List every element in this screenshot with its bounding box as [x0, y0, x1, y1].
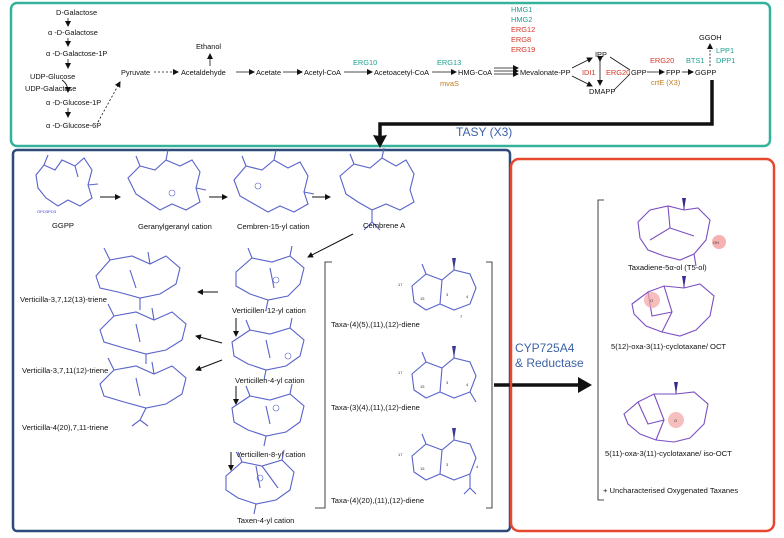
acetate-label: Acetate — [256, 68, 281, 77]
sugar-chain: D-Galactose α -D-Galactose α -D-Galactos… — [25, 8, 121, 130]
uncharacterised-label: + Uncharacterised Oxygenated Taxanes — [603, 486, 738, 495]
ggpp-label: GGPP — [52, 221, 74, 230]
molecule-cembrene-a: Cembrene A — [339, 147, 415, 231]
molecule-iso-oct: O 5(11)-oxa-3(11)-cyclotaxane/ iso-OCT — [605, 382, 732, 458]
fpp-label: FPP — [666, 68, 680, 77]
oct-label: 5(12)-oxa-3(11)-cyclotaxane/ OCT — [611, 342, 726, 351]
enzyme-lpp1: LPP1 — [716, 46, 734, 55]
cembrene-a-label: Cembrene A — [363, 221, 406, 230]
t5ol-label: Taxadiene-5α-ol (T5-ol) — [628, 263, 707, 272]
molecule-verticillen-8-yl-cation: Verticillen-8-yl cation — [231, 383, 306, 459]
molecule-verticilla-4-20-7-11-triene: Verticilla-4(20),7,11-triene — [22, 357, 187, 432]
enzyme-crte: crtE (X3) — [651, 78, 680, 87]
svg-text:17: 17 — [398, 282, 403, 287]
svg-text:7: 7 — [460, 314, 463, 319]
taxen-4-yl-label: Taxen-4-yl cation — [237, 516, 294, 525]
mevalonate-pathway-box — [9, 1, 772, 148]
svg-text:3: 3 — [446, 292, 449, 297]
sugar-alpha-glucose-6p: α -D-Glucose-6P — [46, 121, 101, 130]
svg-text:4: 4 — [476, 464, 479, 469]
ggoh-label: GGOH — [699, 33, 722, 42]
tasy-label: TASY (X3) — [456, 125, 512, 139]
molecule-verticillen-4-yl-cation: Verticillen-4-yl cation — [231, 317, 305, 385]
sugar-d-galactose: D-Galactose — [56, 8, 97, 17]
svg-text:3: 3 — [446, 380, 449, 385]
enzyme-dpp1: DPP1 — [716, 56, 735, 65]
enzyme-erg20-a: ERG20 — [606, 68, 630, 77]
hmg-coa-label: HMG-CoA — [458, 68, 492, 77]
ggpp-label-top: GGPP — [695, 68, 716, 77]
cyclization-box — [11, 148, 512, 533]
enzyme-hmg1: HMG1 — [511, 5, 532, 14]
verticilla-4-20-7-11-label: Verticilla-4(20),7,11-triene — [22, 423, 108, 432]
enzyme-erg8: ERG8 — [511, 35, 531, 44]
molecule-oct: O 5(12)-oxa-3(11)-cyclotaxane/ OCT — [611, 276, 726, 351]
sugar-alpha-galactose-1p: α -D-Galactose-1P — [46, 49, 107, 58]
dmapp-label: DMAPP — [589, 87, 615, 96]
enzyme-hmg2: HMG2 — [511, 15, 532, 24]
sugar-udp-glucose: UDP-Glucose — [30, 72, 75, 81]
cyp725a4-label: CYP725A4 — [515, 341, 575, 355]
ggpp-diphosphate: OPO3PO3 — [37, 209, 57, 214]
ipp-label: IPP — [595, 50, 607, 59]
oxidation-products-box — [509, 157, 776, 533]
mevalonate-chain: Pyruvate Acetaldehyde Ethanol Acetate Ac… — [121, 5, 735, 148]
molecule-taxadiene-5-alpha-ol: OH Taxadiene-5α-ol (T5-ol) — [628, 198, 726, 272]
molecule-taxen-4-yl-cation: Taxen-4-yl cation — [225, 449, 295, 525]
molecule-taxa-3-4-diene: 17 15 3 4 Taxa-(3)(4),(11),(12)-diene — [331, 346, 477, 412]
taxa-a-label: Taxa-(4)(5),(11),(12)-diene — [331, 320, 420, 329]
svg-text:3: 3 — [446, 462, 449, 467]
molecule-cembren-15-yl-cation: Cembren-15-yl cation — [233, 149, 315, 231]
iso-oct-label: 5(11)-oxa-3(11)-cyclotaxane/ iso-OCT — [605, 449, 732, 458]
molecule-verticillen-12-yl-cation: Verticillen-12-yl cation — [232, 245, 306, 315]
reductase-label: & Reductase — [515, 356, 584, 370]
verticillen-12-yl-label: Verticillen-12-yl cation — [232, 306, 306, 315]
molecule-geranylgeranyl-cation: Geranylgeranyl cation — [127, 149, 212, 231]
enzyme-erg19: ERG19 — [511, 45, 535, 54]
mevalonate-pp-label: Mevalonate-PP — [520, 68, 571, 77]
acetaldehyde-label: Acetaldehyde — [181, 68, 226, 77]
svg-text:17: 17 — [398, 370, 403, 375]
svg-text:15: 15 — [420, 296, 425, 301]
verticilla-3-7-12-13-label: Verticilla-3,7,12(13)-triene — [20, 295, 107, 304]
oct-oxygen: O — [650, 298, 653, 303]
enzyme-bts1: BTS1 — [686, 56, 704, 65]
cembren-15-yl-label: Cembren-15-yl cation — [237, 222, 310, 231]
svg-text:4: 4 — [466, 382, 469, 387]
molecule-taxa-4-5-diene: 17 15 3 4 7 Taxa-(4)(5),(11),(12)-diene — [331, 258, 477, 329]
ethanol-label: Ethanol — [196, 42, 221, 51]
enzyme-erg13: ERG13 — [437, 58, 461, 67]
sugar-alpha-galactose: α -D-Galactose — [48, 28, 98, 37]
verticillen-4-yl-label: Verticillen-4-yl cation — [235, 376, 305, 385]
taxa-c-label: Taxa-(4)(20),(11),(12)-diene — [331, 496, 424, 505]
enzyme-erg10: ERG10 — [353, 58, 377, 67]
sugar-alpha-glucose-1p: α -D-Glucose-1P — [46, 98, 101, 107]
enzyme-erg12: ERG12 — [511, 25, 535, 34]
acetoacetyl-coa-label: Acetoacetyl-CoA — [374, 68, 429, 77]
sugar-udp-galactose: UDP-Galactose — [25, 84, 76, 93]
pyruvate-label: Pyruvate — [121, 68, 150, 77]
svg-text:15: 15 — [420, 384, 425, 389]
svg-text:15: 15 — [420, 466, 425, 471]
taxa-b-label: Taxa-(3)(4),(11),(12)-diene — [331, 403, 420, 412]
molecule-verticilla-3-7-11-12-triene: Verticilla-3,7,11(12)-triene — [22, 303, 187, 375]
svg-text:17: 17 — [398, 452, 403, 457]
enzyme-erg20-b: ERG20 — [650, 56, 674, 65]
verticillen-8-yl-label: Verticillen-8-yl cation — [236, 450, 306, 459]
molecule-ggpp: OPO3PO3 GGPP — [35, 154, 99, 230]
t5ol-oh: OH — [713, 240, 719, 245]
enzyme-idi1: IDI1 — [582, 68, 596, 77]
enzyme-mvas: mvaS — [440, 79, 459, 88]
molecule-taxa-4-20-diene: 17 15 3 4 Taxa-(4)(20),(11),(12)-diene — [331, 428, 479, 505]
geranylgeranyl-label: Geranylgeranyl cation — [138, 222, 212, 231]
gpp-label: GPP — [631, 68, 647, 77]
verticilla-3-7-11-12-label: Verticilla-3,7,11(12)-triene — [22, 366, 108, 375]
molecule-verticilla-3-7-12-13-triene: Verticilla-3,7,12(13)-triene — [20, 247, 181, 310]
svg-text:4: 4 — [466, 294, 469, 299]
iso-oct-oxygen: O — [674, 418, 677, 423]
acetyl-coa-label: Acetyl-CoA — [304, 68, 341, 77]
